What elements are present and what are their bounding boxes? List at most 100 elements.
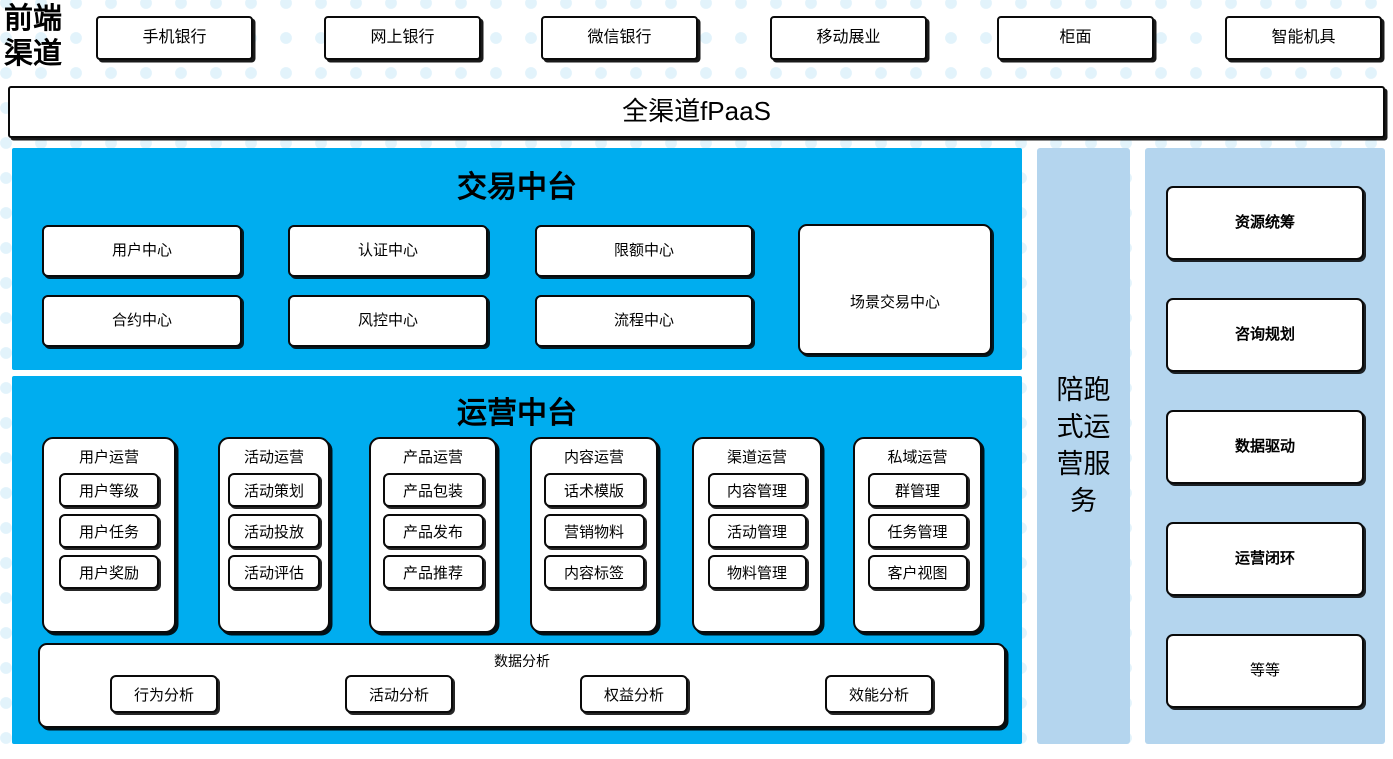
channel-box-label: 手机银行 <box>142 28 207 46</box>
service-item-1[interactable]: 资源统筹 <box>1166 186 1364 260</box>
scene-trade-center-label: 场景交易中心 <box>849 293 940 311</box>
operation-center-title: 运营中台 <box>457 397 577 430</box>
operation-group-title: 私域运营 <box>887 449 948 466</box>
service-item-label: 数据驱动 <box>1234 438 1295 456</box>
operation-item-label: 用户奖励 <box>78 564 139 582</box>
operation-item-label: 话术模版 <box>563 482 624 500</box>
operation-item-label: 用户任务 <box>78 523 139 541</box>
operation-item-3-3[interactable]: 产品推荐 <box>382 555 484 589</box>
operation-group-title: 内容运营 <box>563 449 624 466</box>
channel-box-5[interactable]: 柜面 <box>997 16 1154 60</box>
channel-box-4[interactable]: 移动展业 <box>770 16 927 60</box>
operation-group-title: 活动运营 <box>243 449 304 466</box>
operation-group-4[interactable]: 内容运营话术模版营销物料内容标签 <box>530 437 658 633</box>
operation-group-title: 渠道运营 <box>726 449 787 466</box>
operation-item-1-2[interactable]: 用户任务 <box>59 514 159 548</box>
operation-group-title: 产品运营 <box>402 449 463 466</box>
operation-item-5-3[interactable]: 物料管理 <box>707 555 807 589</box>
channel-box-label: 微信银行 <box>587 28 652 46</box>
operation-item-2-3[interactable]: 活动评估 <box>228 555 320 589</box>
operation-item-label: 客户视图 <box>887 564 948 582</box>
operation-item-4-3[interactable]: 内容标签 <box>543 555 645 589</box>
trade-center-title: 交易中台 <box>457 171 577 204</box>
operation-group-6[interactable]: 私域运营群管理任务管理客户视图 <box>853 437 982 633</box>
operation-item-3-2[interactable]: 产品发布 <box>382 514 484 548</box>
operation-group-2[interactable]: 活动运营活动策划活动投放活动评估 <box>218 437 330 633</box>
operation-item-label: 活动管理 <box>726 523 787 541</box>
service-item-label: 运营闭环 <box>1234 550 1295 568</box>
operation-group-5[interactable]: 渠道运营内容管理活动管理物料管理 <box>692 437 822 633</box>
trade-center-node-label: 风控中心 <box>357 312 418 330</box>
channel-box-6[interactable]: 智能机具 <box>1225 16 1382 60</box>
operation-item-label: 产品包装 <box>402 482 463 500</box>
operation-item-label: 内容标签 <box>563 564 624 582</box>
data-analysis-item-4[interactable]: 效能分析 <box>825 675 933 713</box>
trade-center-node-5[interactable]: 风控中心 <box>288 295 488 347</box>
data-analysis-item-3[interactable]: 权益分析 <box>580 675 688 713</box>
operation-item-label: 物料管理 <box>726 564 787 582</box>
trade-center-node-1[interactable]: 用户中心 <box>42 225 242 277</box>
trade-center-node-4[interactable]: 合约中心 <box>42 295 242 347</box>
channel-box-label: 智能机具 <box>1271 28 1336 46</box>
data-analysis-item-label: 权益分析 <box>603 686 664 704</box>
channel-box-3[interactable]: 微信银行 <box>541 16 698 60</box>
accompany-service-column: 陪跑式运营服务 <box>1037 148 1130 744</box>
service-items-column: 资源统筹咨询规划数据驱动运营闭环等等 <box>1145 148 1385 744</box>
trade-center-node-label: 认证中心 <box>357 242 418 260</box>
scene-trade-center-node[interactable]: 场景交易中心 <box>798 224 992 355</box>
service-item-4[interactable]: 运营闭环 <box>1166 522 1364 596</box>
front-channel-label-line1: 前端 <box>4 3 63 35</box>
service-item-label: 等等 <box>1249 662 1280 680</box>
data-analysis-item-label: 效能分析 <box>848 686 909 704</box>
front-channel-label: 前端 渠道 <box>4 2 90 74</box>
service-item-2[interactable]: 咨询规划 <box>1166 298 1364 372</box>
operation-item-6-3[interactable]: 客户视图 <box>867 555 968 589</box>
operation-item-label: 产品推荐 <box>402 564 463 582</box>
operation-item-1-3[interactable]: 用户奖励 <box>59 555 159 589</box>
operation-item-2-2[interactable]: 活动投放 <box>228 514 320 548</box>
operation-group-1[interactable]: 用户运营用户等级用户任务用户奖励 <box>42 437 176 633</box>
operation-item-1-1[interactable]: 用户等级 <box>59 473 159 507</box>
operation-item-4-2[interactable]: 营销物料 <box>543 514 645 548</box>
operation-item-2-1[interactable]: 活动策划 <box>228 473 320 507</box>
operation-item-4-1[interactable]: 话术模版 <box>543 473 645 507</box>
operation-item-6-1[interactable]: 群管理 <box>867 473 968 507</box>
operation-item-label: 营销物料 <box>563 523 624 541</box>
data-analysis-item-label: 行为分析 <box>133 686 194 704</box>
data-analysis-title: 数据分析 <box>494 653 550 669</box>
operation-item-label: 活动投放 <box>243 523 304 541</box>
operation-item-label: 产品发布 <box>402 523 463 541</box>
trade-center-node-6[interactable]: 流程中心 <box>535 295 753 347</box>
data-analysis-item-2[interactable]: 活动分析 <box>345 675 453 713</box>
trade-center-node-label: 限额中心 <box>613 242 674 260</box>
data-analysis-item-1[interactable]: 行为分析 <box>110 675 218 713</box>
operation-item-5-1[interactable]: 内容管理 <box>707 473 807 507</box>
service-item-label: 咨询规划 <box>1234 326 1295 344</box>
trade-center-node-3[interactable]: 限额中心 <box>535 225 753 277</box>
service-item-label: 资源统筹 <box>1234 214 1295 232</box>
service-item-5[interactable]: 等等 <box>1166 634 1364 708</box>
data-analysis-item-label: 活动分析 <box>368 686 429 704</box>
channel-box-1[interactable]: 手机银行 <box>96 16 253 60</box>
front-channel-label-line2: 渠道 <box>4 38 63 70</box>
data-analysis-card: 数据分析 行为分析 活动分析 权益分析 效能分析 <box>38 643 1006 728</box>
service-item-3[interactable]: 数据驱动 <box>1166 410 1364 484</box>
accompany-service-label: 陪跑式运营服务 <box>1056 375 1111 516</box>
operation-item-label: 活动策划 <box>243 482 304 500</box>
trade-center-node-label: 合约中心 <box>111 312 172 330</box>
operation-group-title: 用户运营 <box>78 449 139 466</box>
operation-item-3-1[interactable]: 产品包装 <box>382 473 484 507</box>
fpaas-bar[interactable]: 全渠道fPaaS <box>8 86 1385 138</box>
channel-box-label: 移动展业 <box>816 28 881 46</box>
channel-box-2[interactable]: 网上银行 <box>324 16 481 60</box>
trade-center-node-2[interactable]: 认证中心 <box>288 225 488 277</box>
channel-box-label: 柜面 <box>1059 28 1092 46</box>
channel-box-label: 网上银行 <box>370 28 435 46</box>
operation-item-label: 内容管理 <box>726 482 787 500</box>
operation-item-5-2[interactable]: 活动管理 <box>707 514 807 548</box>
operation-item-6-2[interactable]: 任务管理 <box>867 514 968 548</box>
operation-item-label: 群管理 <box>894 482 940 500</box>
trade-center-node-label: 流程中心 <box>613 312 674 330</box>
operation-group-3[interactable]: 产品运营产品包装产品发布产品推荐 <box>369 437 497 633</box>
